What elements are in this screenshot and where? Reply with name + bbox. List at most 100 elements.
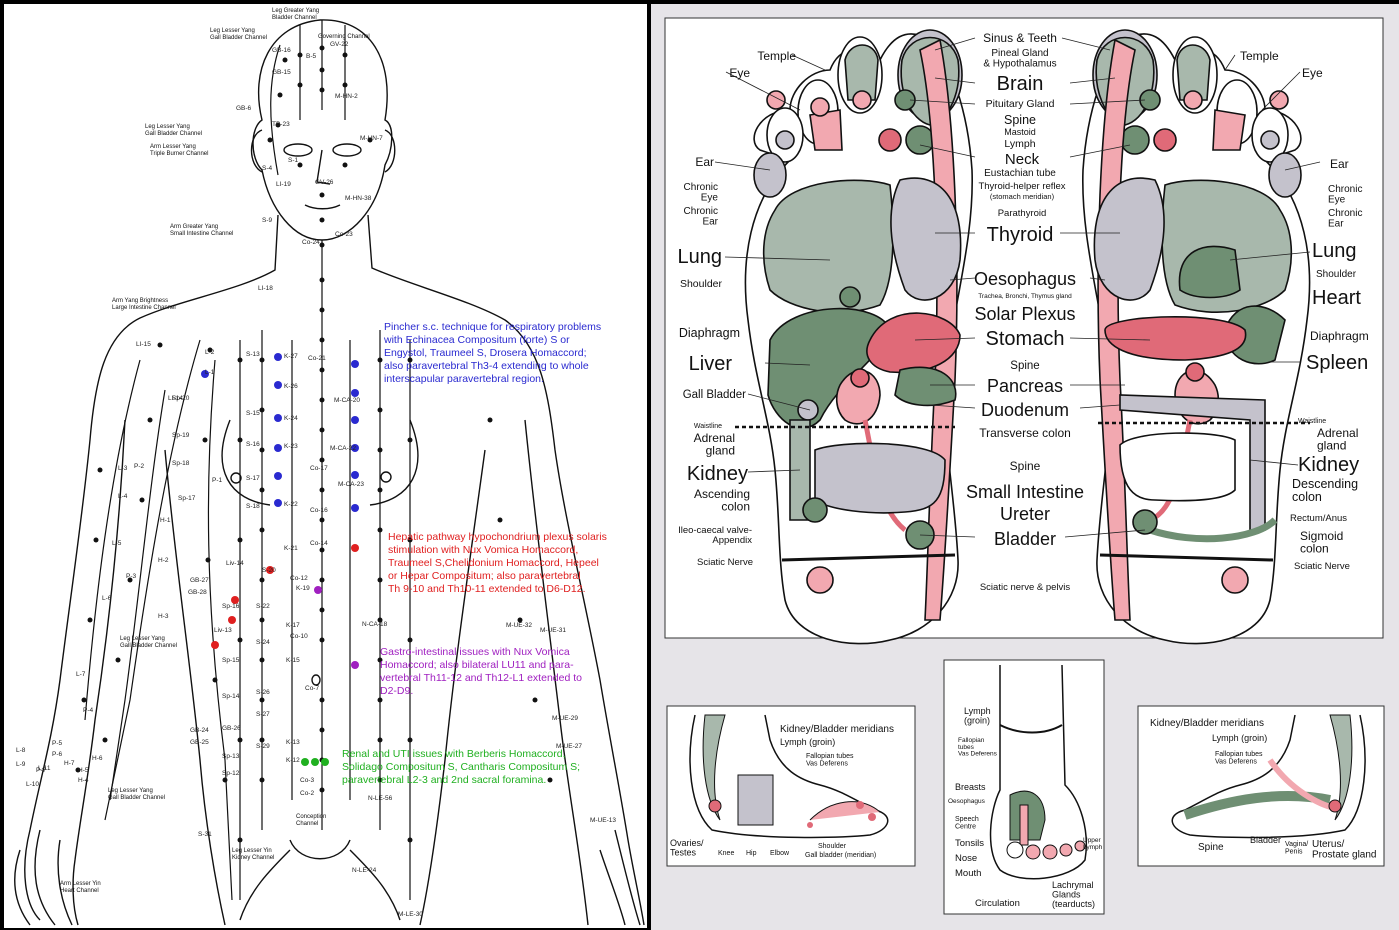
foot-left-label: Kidney (687, 463, 748, 485)
outer-side-label: Kidney/Bladder meridians (1150, 718, 1264, 729)
point-label: Sp-20 (172, 395, 190, 402)
point-label: K-22 (284, 501, 298, 508)
point-label: H-4 (78, 777, 89, 784)
point-label: S-18 (246, 503, 260, 510)
foot-organ-label: Spine (1004, 113, 1036, 127)
right-mastoid (1154, 129, 1176, 151)
foot-organ-label: Ureter (1000, 504, 1050, 524)
treatment-note-line: interscapular paravertebral region. (384, 373, 544, 385)
right-toe2-dot (1184, 91, 1202, 109)
point-label: P-5 (52, 740, 63, 747)
top-view-label: SpeechCentre (955, 816, 979, 830)
point-label: Liv-14 (226, 560, 244, 567)
left-toe3-zone (810, 110, 842, 150)
point-label: L-5 (112, 540, 122, 547)
foot-right-label: Ear (1330, 157, 1349, 171)
green-point (301, 758, 309, 766)
foot-organ-label: Pituitary Gland (986, 98, 1055, 110)
point-label: S-22 (256, 603, 270, 610)
point-label: L-7 (76, 671, 86, 678)
treatment-note-line: Th 9-10 and Th10-11 extended to D6-D12. (388, 583, 586, 595)
point-label: Liv-13 (214, 627, 232, 634)
foot-right-label: Heart (1312, 287, 1361, 309)
foot-organ-label: Trachea, Bronchi, Thymus gland (978, 293, 1072, 300)
inner-side-label: Knee (718, 850, 734, 857)
outer-side-view: Kidney/Bladder meridiansLymph (groin)Fal… (1138, 706, 1384, 866)
point-label: M-HN-2 (335, 93, 358, 100)
foot-organ-label: Sinus & Teeth (983, 31, 1057, 45)
point-label: K-12 (286, 757, 300, 764)
point-label: Co-2 (300, 790, 314, 797)
treatment-note-line: Pincher s.c. technique for respiratory p… (384, 321, 601, 333)
foot-right-label: Rectum/Anus (1290, 513, 1347, 524)
top-toe-3 (1043, 845, 1057, 859)
point-label: GB-15 (272, 69, 291, 76)
treatment-note-line: stimulation with Nux Vomica Homaccord, (388, 544, 578, 556)
point-label: K-23 (284, 443, 298, 450)
point-label: M-CA-20 (334, 397, 360, 404)
point-label: H-3 (158, 613, 169, 620)
point-label: Co-24 (302, 239, 320, 246)
blue-point (351, 389, 359, 397)
point-label: K-15 (286, 657, 300, 664)
right-toe3-zone (1213, 110, 1245, 150)
channel-label: Arm Yang BrightnessLarge Intestine Chann… (112, 298, 176, 311)
point-label: L-10 (26, 781, 39, 788)
point-label: GB-25 (190, 739, 209, 746)
point-label: M-UE-29 (552, 715, 578, 722)
channel-label: Leg Greater YangBladder Channel (272, 8, 319, 21)
right-small-intestine (1120, 433, 1235, 501)
point-label: GB-6 (236, 105, 252, 112)
right-toe-5 (1269, 153, 1301, 197)
left-lung-zone (764, 180, 893, 312)
left-sole (745, 30, 972, 644)
point-label: GB-16 (272, 47, 291, 54)
top-oesophagus (1020, 805, 1028, 845)
blue-point (351, 416, 359, 424)
point-label: H-5 (78, 767, 89, 774)
blue-point (351, 360, 359, 368)
point-label: L-1 (205, 369, 215, 376)
green-point (311, 758, 319, 766)
right-sole (1083, 30, 1310, 644)
blue-point (274, 414, 282, 422)
outer-side-label: Spine (1198, 842, 1224, 853)
foot-right-label: Waistline (1298, 418, 1326, 425)
foot-right-label: Shoulder (1316, 269, 1357, 280)
point-label: P-4 (83, 707, 94, 714)
point-label: S-27 (256, 711, 270, 718)
point-label: S-15 (246, 410, 260, 417)
purple-point (351, 661, 359, 669)
treatment-note-line: also paravertebral Th3-4 extending to wh… (384, 360, 589, 372)
right-neck (1121, 126, 1149, 154)
inner-side-view: Kidney/Bladder meridiansLymph (groin)Fal… (667, 706, 915, 866)
point-label: Sp-14 (222, 693, 240, 700)
foot-organ-label: Sciatic nerve & pelvis (980, 582, 1071, 593)
point-label: Co-12 (290, 575, 308, 582)
point-label: M-HN-7 (360, 135, 383, 142)
point-label: L-8 (16, 747, 26, 754)
point-label: M-HN-38 (345, 195, 372, 202)
point-label: S-4 (262, 165, 273, 172)
left-appendix (803, 498, 827, 522)
point-label: M-CA-22 (330, 445, 356, 452)
treatment-note-line: with Echinacea Compositum (forte) S or (383, 334, 570, 346)
left-toe5-dot (776, 131, 794, 149)
top-view-label: Mouth (955, 868, 981, 879)
point-label: P-3 (126, 573, 137, 580)
point-label: TB-23 (272, 121, 290, 128)
foot-organ-label: Oesophagus (974, 269, 1076, 289)
foot-left-label: Liver (689, 353, 733, 375)
top-toe-1 (1007, 842, 1023, 858)
point-label: Sp-12 (222, 770, 240, 777)
foot-right-label: Spleen (1306, 352, 1368, 374)
point-label: M-UE-31 (540, 627, 566, 634)
point-label: L-6 (102, 595, 112, 602)
point-label: L-2 (205, 349, 215, 356)
foot-organ-label: Small Intestine (966, 482, 1084, 502)
point-label: GV-22 (330, 41, 349, 48)
point-label: P-2 (134, 463, 145, 470)
point-label: H-6 (92, 755, 103, 762)
point-label: Co-16 (310, 507, 328, 514)
